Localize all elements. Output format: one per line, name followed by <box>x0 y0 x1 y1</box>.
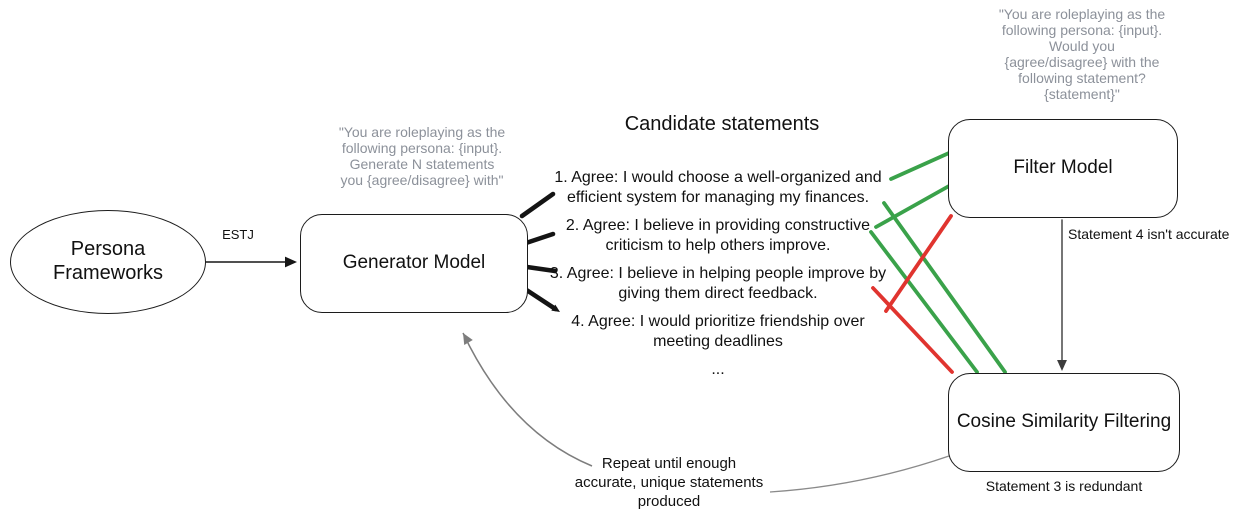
generator-output-stroke-1 <box>519 191 556 219</box>
persona-frameworks-label: Persona Frameworks <box>52 238 163 284</box>
repeat-to-generator-arrow <box>462 332 593 467</box>
cosine-note-statement3: Statement 3 is redundant <box>985 478 1143 494</box>
statements-ellipsis: ... <box>711 361 725 378</box>
node-persona-frameworks: Persona Frameworks <box>10 210 206 314</box>
repeat-to-generator-arrow-head <box>463 333 473 346</box>
node-cosine-similarity-filtering: Cosine Similarity Filtering <box>948 373 1180 472</box>
node-generator-model: Generator Model <box>300 214 528 313</box>
statement-2: 2. Agree: I believe in providing constru… <box>565 217 871 254</box>
statement3-to-cosine-fail <box>871 286 954 374</box>
statement-3: 3. Agree: I believe in helping people im… <box>549 265 887 302</box>
filter-to-cosine-arrow-head <box>1057 360 1067 371</box>
generator-prompt-text: "You are roleplaying as the following pe… <box>338 124 506 188</box>
filter-reject-statement4 <box>884 214 953 313</box>
filter-model-label: Filter Model <box>1013 157 1113 179</box>
generator-output-stroke-4 <box>522 286 558 312</box>
persona-to-generator-arrow-head <box>285 256 297 268</box>
generator-output-stroke-2 <box>523 231 556 246</box>
repeat-loop-label: Repeat until enough accurate, unique sta… <box>574 455 764 510</box>
filter-prompt-text: "You are roleplaying as the following pe… <box>998 6 1166 102</box>
statement1-to-filter-pass <box>889 151 951 181</box>
generator-output-stroke-4-head <box>551 304 560 312</box>
generator-output-stroke-3 <box>524 264 558 274</box>
candidate-statements-list: 1. Agree: I would choose a well-organize… <box>540 168 896 388</box>
statement2-to-cosine-pass <box>869 230 979 374</box>
statement1-to-cosine-pass <box>882 201 1007 374</box>
candidate-statements-title: Candidate statements <box>624 113 820 135</box>
node-filter-model: Filter Model <box>948 119 1178 218</box>
statement-1: 1. Agree: I would choose a well-organize… <box>554 169 882 206</box>
cosine-filtering-label: Cosine Similarity Filtering <box>956 411 1172 433</box>
generator-model-label: Generator Model <box>342 252 486 274</box>
statement-4: 4. Agree: I would prioritize friendship … <box>571 313 865 350</box>
estj-edge-label: ESTJ <box>222 227 254 242</box>
statement2-to-filter-pass <box>874 184 951 229</box>
filter-note-statement4: Statement 4 isn't accurate <box>1068 226 1230 242</box>
cosine-to-repeat-link <box>769 455 950 493</box>
